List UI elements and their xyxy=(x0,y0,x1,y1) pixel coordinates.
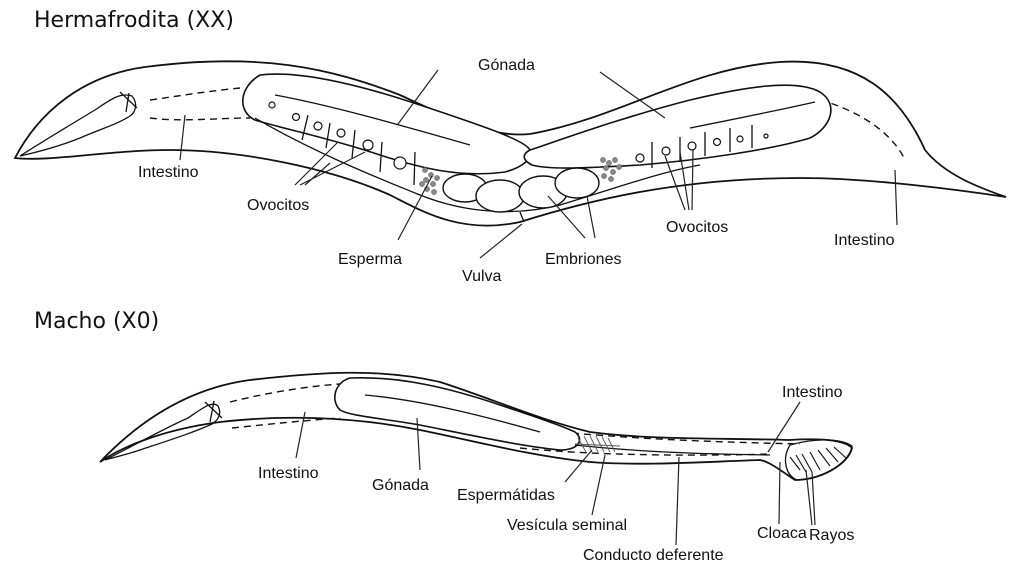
label-esperma: Esperma xyxy=(338,251,402,268)
label-intestino-herm-right: Intestino xyxy=(834,232,895,249)
label-vulva: Vulva xyxy=(462,268,502,285)
label-rayos: Rayos xyxy=(809,527,854,544)
label-ovocitos-herm-right: Ovocitos xyxy=(666,219,728,236)
label-intestino-male-tail: Intestino xyxy=(782,384,843,401)
male-worm xyxy=(100,373,852,545)
label-intestino-male: Intestino xyxy=(258,465,319,482)
label-gonada-male: Gónada xyxy=(372,477,429,494)
label-ovocitos-herm-left: Ovocitos xyxy=(247,197,309,214)
hermaphrodite-worm xyxy=(15,61,1006,258)
label-vesicula-seminal: Vesícula seminal xyxy=(507,517,627,534)
label-conducto-deferente: Conducto deferente xyxy=(583,547,724,564)
label-cloaca: Cloaca xyxy=(757,525,807,542)
label-espermatidas: Espermátidas xyxy=(457,487,555,504)
label-intestino-herm-left: Intestino xyxy=(138,164,199,181)
label-gonada-herm: Gónada xyxy=(478,57,535,74)
label-embriones: Embriones xyxy=(545,251,621,268)
